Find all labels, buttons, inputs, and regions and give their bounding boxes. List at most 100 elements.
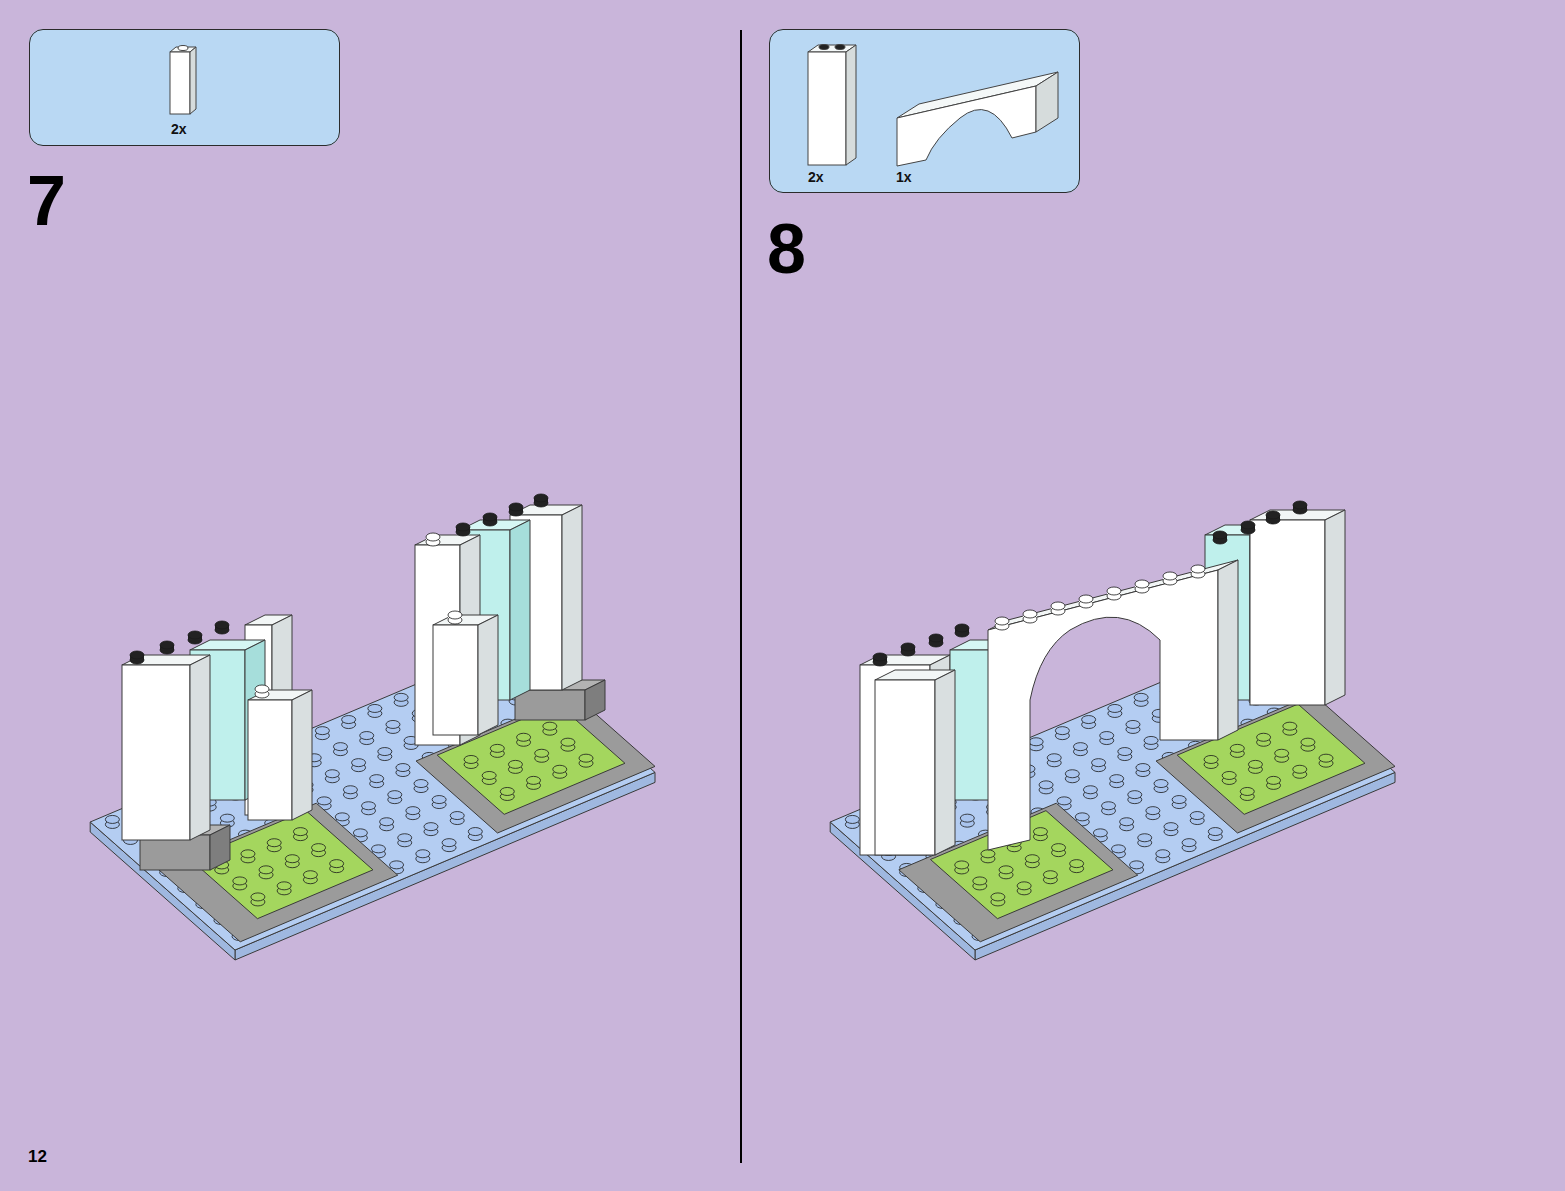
stud	[1126, 720, 1140, 728]
stud	[317, 797, 331, 805]
stud	[1156, 850, 1170, 858]
stud	[1134, 693, 1148, 701]
stud	[901, 643, 915, 651]
stud	[1204, 755, 1218, 763]
stud	[390, 861, 404, 869]
grey-brick	[585, 680, 605, 720]
transparent-panel	[510, 520, 530, 700]
stud	[1182, 839, 1196, 847]
stud	[220, 814, 234, 822]
white-column	[875, 680, 935, 855]
part-icons	[170, 45, 1058, 167]
stud	[508, 760, 522, 768]
stud	[1079, 595, 1093, 603]
stud	[1029, 738, 1043, 746]
white-brick	[478, 615, 498, 735]
stud	[500, 787, 514, 795]
step-number: 7	[27, 166, 66, 236]
stud	[1033, 828, 1047, 836]
stud	[561, 738, 575, 746]
stud	[1319, 754, 1333, 762]
stud	[1108, 704, 1122, 712]
stud	[105, 815, 119, 823]
part-quantity: 2x	[808, 169, 824, 185]
stud	[1130, 861, 1144, 869]
stud	[241, 850, 255, 858]
white-column	[1250, 520, 1325, 705]
stud	[1051, 602, 1065, 610]
stud	[325, 770, 339, 778]
stud	[482, 771, 496, 779]
stud	[929, 634, 943, 642]
stud	[1163, 572, 1177, 580]
stud	[233, 877, 247, 885]
stud	[1082, 716, 1096, 724]
stud	[1213, 531, 1227, 539]
parts-callout-box: 2x	[29, 29, 340, 146]
stud	[343, 786, 357, 794]
stud	[1275, 749, 1289, 757]
stud	[293, 828, 307, 836]
stud	[312, 844, 326, 852]
stud	[1092, 759, 1106, 767]
stud	[386, 720, 400, 728]
stud	[1023, 610, 1037, 618]
white-column	[562, 505, 582, 690]
stud	[1070, 860, 1084, 868]
stud	[285, 855, 299, 863]
stud	[277, 882, 291, 890]
parts-callout-box: 2x1x	[769, 29, 1080, 193]
stud	[490, 744, 504, 752]
white-brick	[433, 625, 478, 735]
stud	[333, 743, 347, 751]
stud	[1154, 780, 1168, 788]
stud	[1073, 743, 1087, 751]
stud	[517, 733, 531, 741]
stud	[999, 866, 1013, 874]
stud	[259, 866, 273, 874]
stud	[342, 716, 356, 724]
stud	[396, 764, 410, 772]
stud	[1111, 845, 1125, 853]
stud	[1043, 871, 1057, 879]
parts-panel-fill	[769, 29, 1080, 193]
stud	[1057, 797, 1071, 805]
parts-panel-fill	[29, 29, 340, 146]
stud	[1039, 781, 1053, 789]
stud	[456, 523, 470, 531]
page-number: 12	[28, 1148, 47, 1165]
white-column	[935, 670, 955, 855]
grey-brick	[515, 690, 585, 720]
white-column	[1325, 510, 1345, 705]
stud	[1052, 844, 1066, 852]
stud	[1230, 744, 1244, 752]
stud	[416, 850, 430, 858]
part-quantity: 2x	[171, 121, 187, 137]
stud	[535, 749, 549, 757]
stud	[1017, 882, 1031, 890]
stud	[483, 513, 497, 521]
stud	[1301, 738, 1315, 746]
stud	[330, 860, 344, 868]
stud	[1138, 834, 1152, 842]
stud	[267, 839, 281, 847]
stud	[1293, 765, 1307, 773]
stud	[1100, 732, 1114, 740]
stud	[1208, 828, 1222, 836]
stud	[388, 791, 402, 799]
stud	[1136, 764, 1150, 772]
stud	[215, 621, 229, 629]
build-scene	[90, 494, 655, 960]
stud	[1257, 733, 1271, 741]
stud	[1047, 754, 1061, 762]
white-arch	[1218, 560, 1238, 740]
stud	[1025, 855, 1039, 863]
build-scene	[830, 501, 1395, 960]
stud	[527, 776, 541, 784]
stud	[360, 732, 374, 740]
white-column	[190, 655, 210, 840]
stud	[426, 533, 440, 541]
stud	[509, 503, 523, 511]
stud	[845, 815, 859, 823]
stud	[995, 617, 1009, 625]
